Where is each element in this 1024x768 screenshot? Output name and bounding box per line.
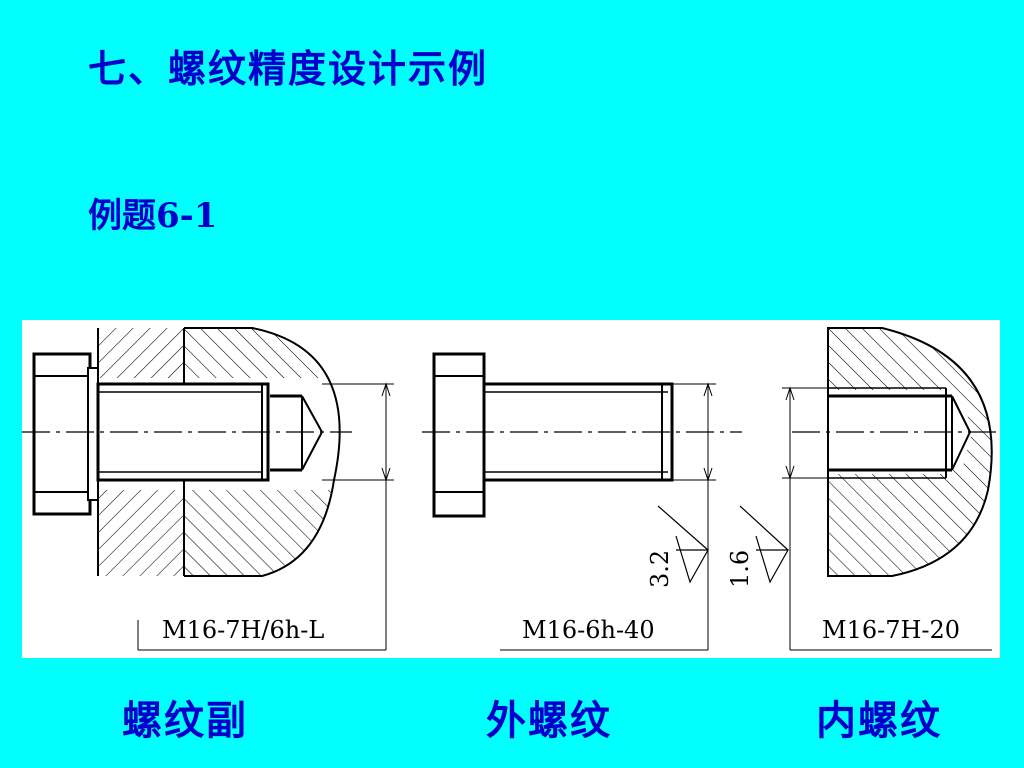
- caption-internal-thread: 内螺纹: [816, 697, 942, 744]
- internal-thread-drawing: [739, 327, 1000, 651]
- assembly-drawing: [22, 327, 394, 651]
- caption-thread-pair: 螺纹副: [122, 697, 248, 744]
- example-label: 例题6-1: [88, 196, 218, 236]
- external-thread-drawing: [422, 352, 742, 651]
- internal-designation: M16-7H-20: [822, 616, 960, 644]
- roughness-internal: 1.6: [726, 550, 754, 588]
- thread-drawing: M16-7H/6h-L: [22, 320, 1000, 658]
- caption-external-thread: 外螺纹: [486, 697, 612, 744]
- assembly-designation: M16-7H/6h-L: [162, 616, 324, 644]
- external-designation: M16-6h-40: [522, 616, 655, 644]
- slide-title: 七、螺纹精度设计示例: [88, 46, 489, 91]
- roughness-external: 3.2: [646, 550, 674, 588]
